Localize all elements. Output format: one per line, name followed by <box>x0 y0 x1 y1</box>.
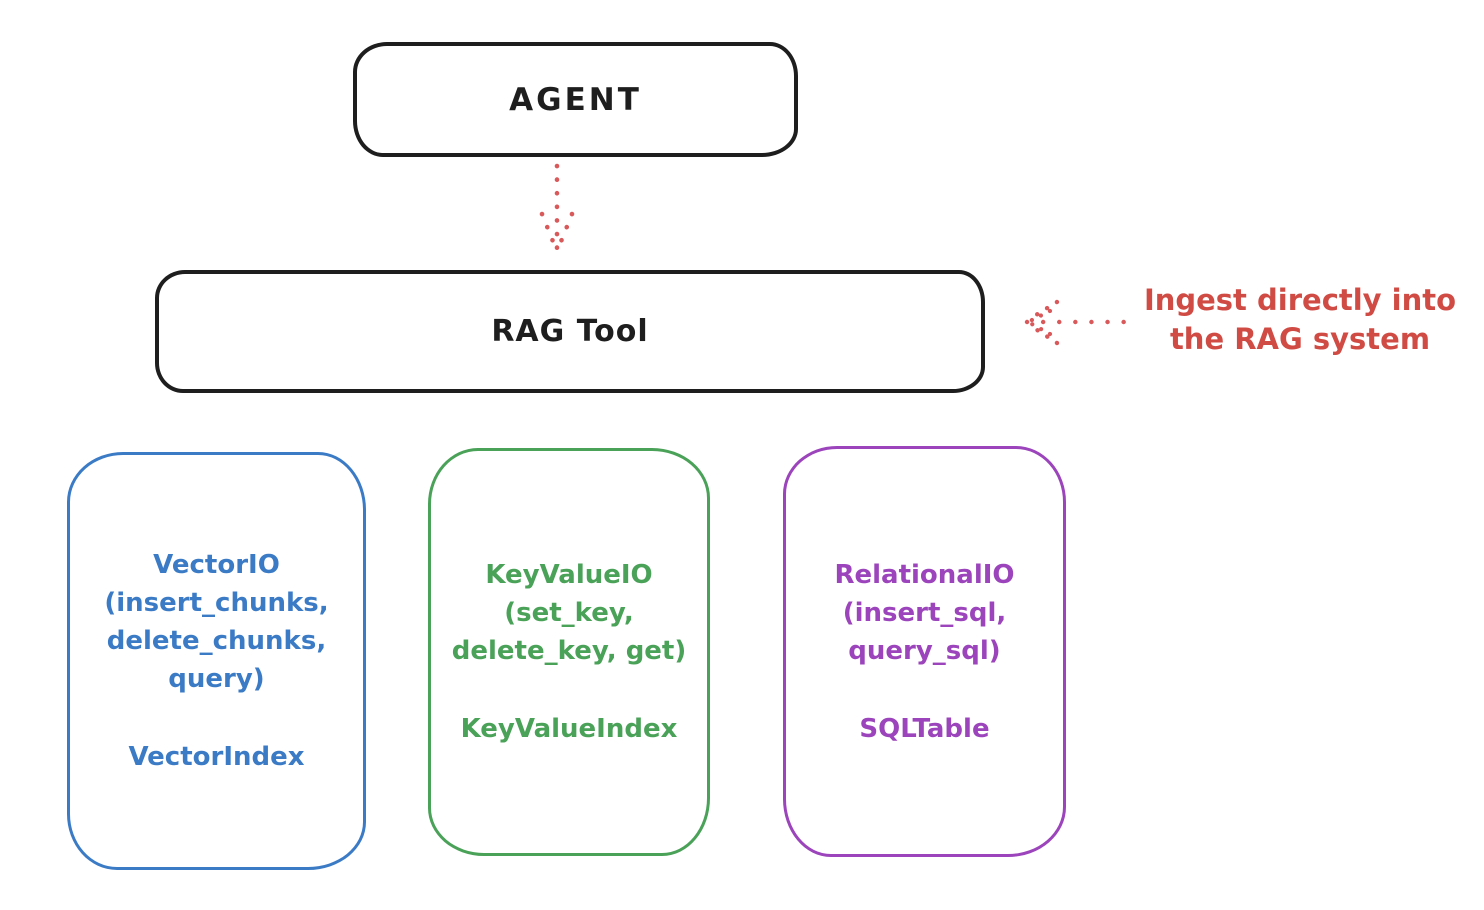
rag-tool-label: RAG Tool <box>491 314 649 349</box>
relational-io-title: RelationalIO (insert_sql, query_sql) <box>834 559 1015 666</box>
sql-table-label: SQLTable <box>859 713 990 744</box>
vector-io-title: VectorIO (insert_chunks, delete_chunks, … <box>104 550 329 694</box>
vector-index-label: VectorIndex <box>128 742 305 772</box>
relational-io-node: RelationalIO (insert_sql, query_sql) SQL… <box>783 446 1066 857</box>
rag-tool-node: RAG Tool <box>155 270 985 393</box>
agent-label: AGENT <box>509 81 642 118</box>
agent-node: AGENT <box>353 42 798 157</box>
key-value-index-label: KeyValueIndex <box>460 714 678 744</box>
key-value-io-node: KeyValueIO (set_key, delete_key, get) Ke… <box>428 448 710 856</box>
ingest-annotation: Ingest directly into the RAG system <box>1143 283 1457 356</box>
key-value-io-title: KeyValueIO (set_key, delete_key, get) <box>451 560 687 666</box>
vector-io-node: VectorIO (insert_chunks, delete_chunks, … <box>67 452 366 870</box>
arrow-agent-to-rag-tool <box>539 163 575 252</box>
arrow-annotation-to-rag-tool <box>1024 299 1134 346</box>
